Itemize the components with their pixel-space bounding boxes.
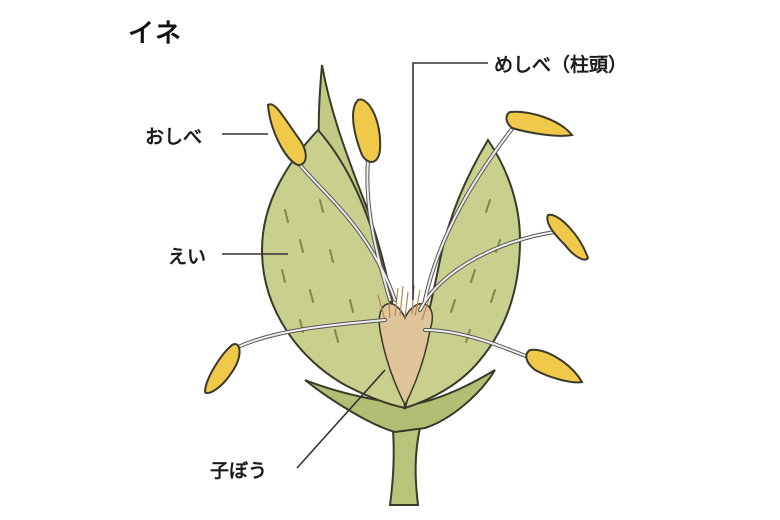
label-stamen: おしべ [145,126,203,148]
anthers [203,98,590,394]
anther-6 [525,348,584,384]
anther-1 [266,103,307,167]
label-glume: えい [168,246,207,268]
anther-4 [546,213,590,261]
anther-5 [203,343,241,394]
label-ovary: 子ぼう [210,460,268,482]
anther-2 [352,98,382,163]
anther-3 [505,110,574,137]
leader-ovary [296,369,386,469]
stem [388,426,422,506]
leader-lines [222,62,488,469]
diagram-title: イネ [128,19,183,49]
label-pistil-stigma: めしべ（柱頭） [494,54,628,76]
glume-right [403,138,522,410]
leader-stigma [412,62,488,300]
